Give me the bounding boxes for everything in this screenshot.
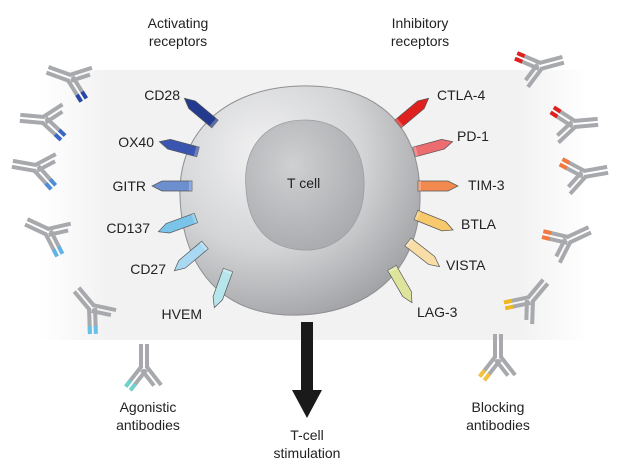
receptor-icon-cd28 [183, 97, 219, 129]
agonistic-heading-line2: antibodies [116, 417, 180, 433]
blocking-heading-line2: antibodies [466, 417, 530, 433]
antibody-icon-blocking-3 [558, 157, 609, 196]
down-arrow-icon [292, 322, 322, 418]
receptor-icon-gitr [151, 180, 193, 192]
blocking-heading: Blocking antibodies [466, 398, 530, 434]
inhibitory-heading: Inhibitory receptors [391, 14, 449, 50]
receptor-label-cd28: CD28 [144, 87, 180, 103]
receptor-label-cd27: CD27 [130, 261, 166, 277]
activating-receptor-group [151, 97, 234, 309]
agonistic-antibody-group [11, 65, 163, 392]
stimulation-heading: T-cell stimulation [274, 426, 341, 462]
receptor-icon-hvem [212, 267, 234, 309]
t-cell [179, 85, 421, 316]
antibody-icon-blocking-5 [503, 278, 550, 325]
antibody-icon-agonistic-3 [11, 152, 58, 191]
antibody-icon-blocking-2 [549, 105, 599, 145]
receptor-icon-tim3 [417, 180, 459, 192]
activating-heading: Activating receptors [148, 14, 209, 50]
antibody-icon-blocking-1 [514, 51, 565, 89]
antibody-icon-blocking-6 [478, 334, 517, 382]
receptor-label-gitr: GITR [112, 178, 146, 194]
receptor-label-vista: VISTA [446, 257, 486, 273]
receptor-icon-ctla4 [394, 97, 430, 129]
antibody-icon-agonistic-1 [45, 65, 93, 103]
blocking-heading-line1: Blocking [471, 399, 525, 415]
antibody-icon-agonistic-4 [24, 217, 72, 258]
antibody-icon-agonistic-6 [124, 344, 163, 392]
inhibitory-heading-line2: receptors [390, 33, 450, 49]
receptor-icon-pd1 [412, 139, 454, 158]
receptor-label-ctla4: CTLA-4 [437, 87, 486, 103]
activating-heading-line1: Activating [147, 15, 209, 31]
receptor-icon-btla [413, 209, 454, 232]
receptor-label-pd1: PD-1 [457, 128, 489, 144]
receptor-icon-vista [404, 237, 441, 268]
t-cell-label: T cell [287, 175, 321, 191]
receptor-icon-cd27 [173, 240, 209, 272]
nucleus [245, 119, 365, 251]
antibody-icon-agonistic-2 [19, 102, 67, 142]
receptor-icon-ox40 [158, 139, 200, 158]
inhibitory-heading-line1: Inhibitory [391, 15, 449, 31]
receptor-icon-lag3 [387, 265, 413, 304]
inhibitory-receptor-group [387, 97, 459, 304]
blocking-antibody-group [478, 51, 609, 382]
agonistic-heading-line1: Agonistic [119, 399, 177, 415]
receptor-icon-cd137 [157, 212, 199, 234]
stimulation-heading-line2: stimulation [273, 445, 341, 461]
antibody-icon-blocking-4 [541, 225, 592, 264]
antibody-icon-agonistic-5 [72, 286, 117, 335]
receptor-label-btla: BTLA [461, 216, 497, 232]
receptor-label-hvem: HVEM [161, 306, 202, 322]
receptor-label-lag3: LAG-3 [417, 304, 458, 320]
stimulation-heading-line1: T-cell [290, 427, 324, 443]
receptor-label-tim3: TIM-3 [468, 177, 505, 193]
receptor-label-cd137: CD137 [106, 220, 150, 236]
activating-heading-line2: receptors [148, 33, 208, 49]
agonistic-heading: Agonistic antibodies [116, 398, 180, 434]
receptor-label-ox40: OX40 [118, 134, 154, 150]
